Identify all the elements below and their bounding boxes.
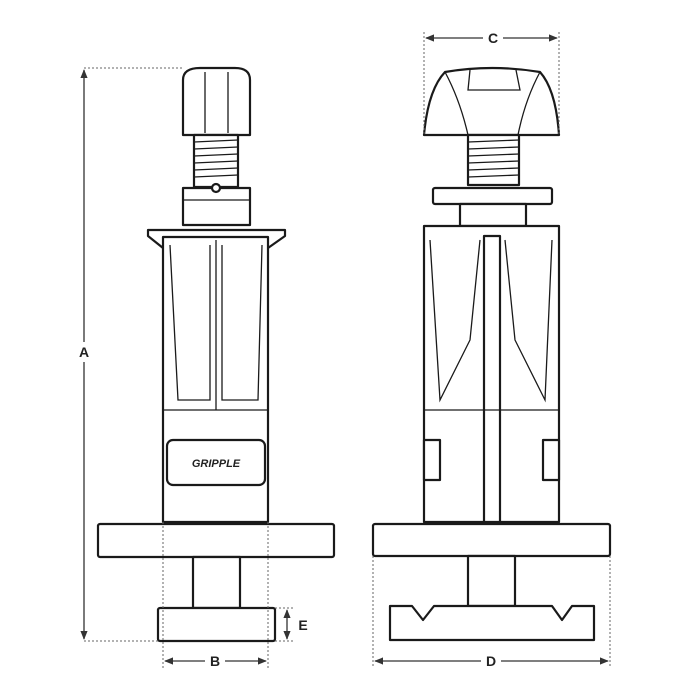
knob-facet-lines (444, 69, 541, 136)
collar (181, 186, 252, 227)
front-view (371, 66, 612, 642)
dimension-c: C (423, 30, 560, 135)
side-logo-left (422, 438, 442, 482)
collar-neck (458, 202, 528, 228)
body-recess-lines (169, 244, 263, 401)
side-view: GRIPPLE (96, 66, 336, 643)
logo-plate (165, 438, 267, 487)
stem (191, 555, 242, 610)
dimension-label-b: B (210, 653, 220, 669)
knob (181, 66, 252, 137)
dimension-a: A (79, 67, 183, 642)
dimension-label-c: C (488, 30, 498, 46)
dimension-b: B (162, 522, 269, 669)
gripple-logo: GRIPPLE (192, 458, 241, 470)
dimension-e: E (275, 607, 308, 642)
body-recess-lines (429, 239, 553, 403)
base-plate (96, 522, 336, 559)
foot (156, 606, 277, 643)
side-logo-right (541, 438, 561, 482)
thread (466, 133, 521, 187)
knob (422, 66, 561, 137)
thread (192, 133, 240, 189)
base-plate (371, 522, 612, 558)
dimension-label-e: E (298, 617, 307, 633)
dimension-label-d: D (486, 653, 496, 669)
body-center-slot (482, 234, 502, 524)
collar (431, 186, 554, 206)
stem (466, 554, 517, 608)
foot (388, 604, 596, 642)
collar-pin (210, 182, 222, 194)
dimension-d: D (372, 556, 611, 669)
dimension-label-a: A (79, 344, 89, 360)
